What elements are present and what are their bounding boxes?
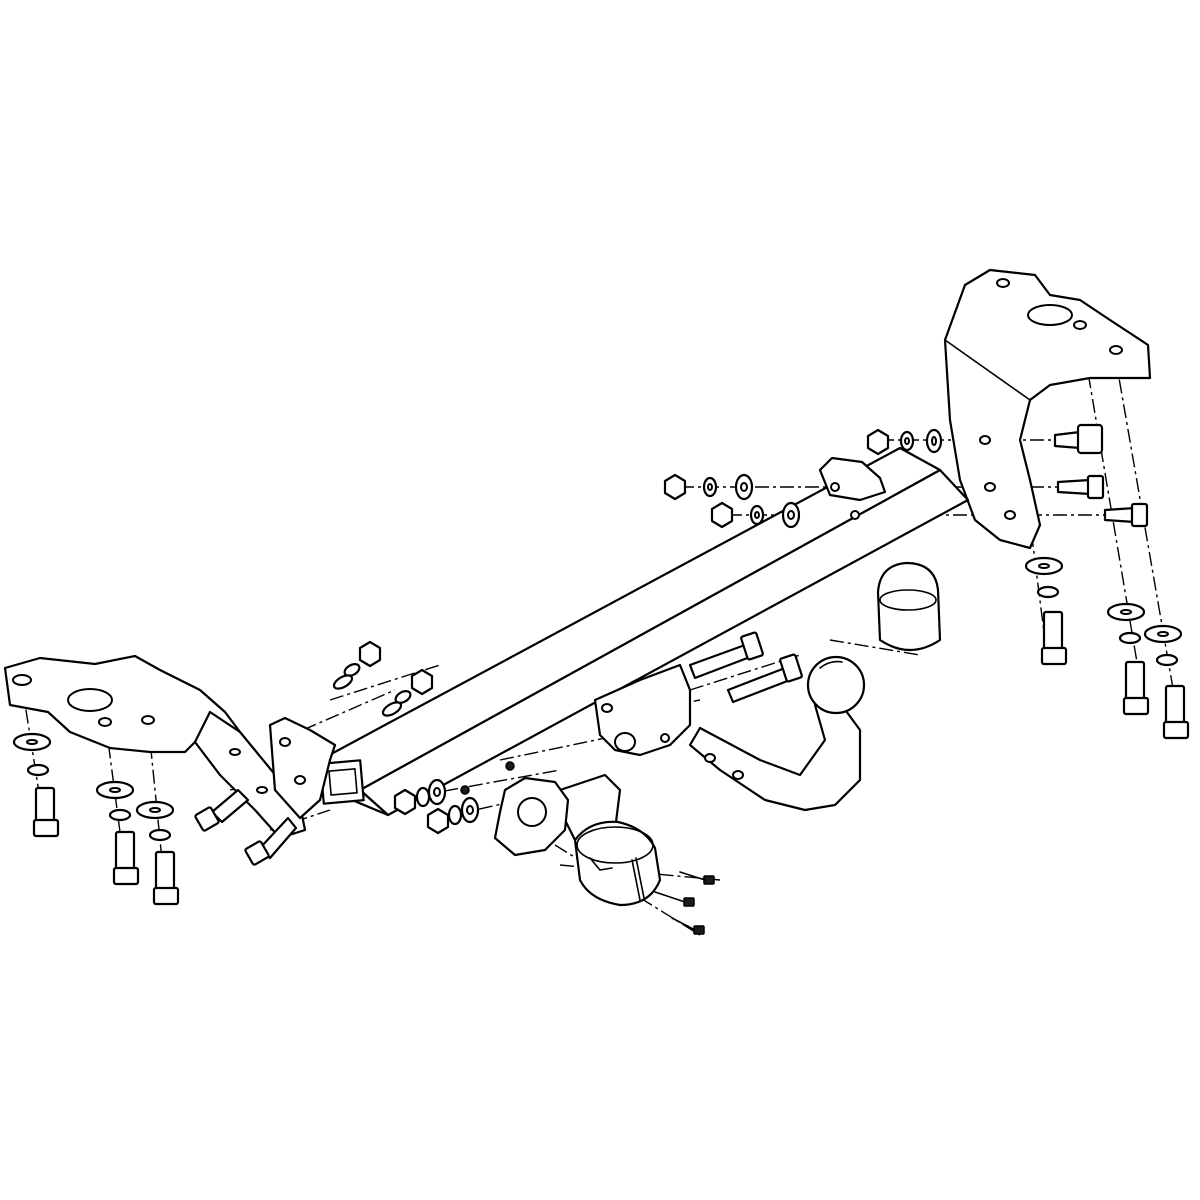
nuts	[358, 428, 890, 835]
washer	[12, 732, 52, 752]
nut	[393, 788, 417, 816]
washer	[1024, 556, 1064, 576]
washer	[148, 828, 172, 842]
bolt	[726, 653, 803, 704]
bolt	[32, 786, 60, 838]
screw	[671, 917, 705, 935]
nut	[866, 428, 890, 456]
washers	[12, 428, 1183, 842]
washer	[1143, 624, 1183, 644]
washer	[427, 778, 447, 806]
bolt	[1053, 423, 1104, 455]
right-mounting-bracket	[943, 268, 1152, 550]
nut	[410, 668, 434, 696]
electrical-socket	[573, 820, 662, 907]
bolt	[1040, 610, 1068, 666]
tow-ball-cover	[876, 561, 942, 651]
screw	[654, 891, 695, 907]
washer	[460, 785, 470, 795]
bolt	[1162, 684, 1190, 740]
bolt	[1122, 660, 1150, 716]
washer	[899, 430, 915, 452]
bolt	[688, 631, 764, 680]
bolt	[244, 816, 298, 866]
washer	[415, 786, 431, 808]
washer	[1036, 585, 1060, 599]
washer	[1106, 602, 1146, 622]
crossbeam	[318, 446, 970, 817]
washer	[447, 804, 463, 826]
tow-ball-neck	[593, 655, 866, 812]
bolt	[194, 788, 250, 832]
washer	[108, 808, 132, 822]
washer	[394, 690, 412, 704]
washer	[332, 674, 354, 690]
washer	[1155, 653, 1179, 667]
nut	[710, 501, 734, 529]
bolt	[152, 850, 180, 906]
washer	[381, 701, 403, 717]
bolt	[112, 830, 140, 886]
bolt	[1103, 502, 1149, 528]
nut	[663, 473, 687, 501]
nut	[358, 640, 382, 668]
nut	[426, 807, 450, 835]
bolts	[32, 423, 1190, 935]
washer	[749, 504, 765, 526]
washer	[702, 476, 718, 498]
left-mounting-bracket	[3, 654, 307, 840]
washer	[343, 663, 361, 677]
washer	[460, 796, 480, 824]
washer	[135, 800, 175, 820]
socket-plate	[493, 761, 622, 857]
washer	[781, 501, 801, 529]
washer	[95, 780, 135, 800]
washer	[26, 763, 50, 777]
washer	[1118, 631, 1142, 645]
bolt	[1056, 474, 1105, 500]
screw	[679, 871, 715, 885]
end-plate	[268, 716, 337, 820]
washer	[925, 428, 943, 454]
washer	[734, 473, 754, 501]
